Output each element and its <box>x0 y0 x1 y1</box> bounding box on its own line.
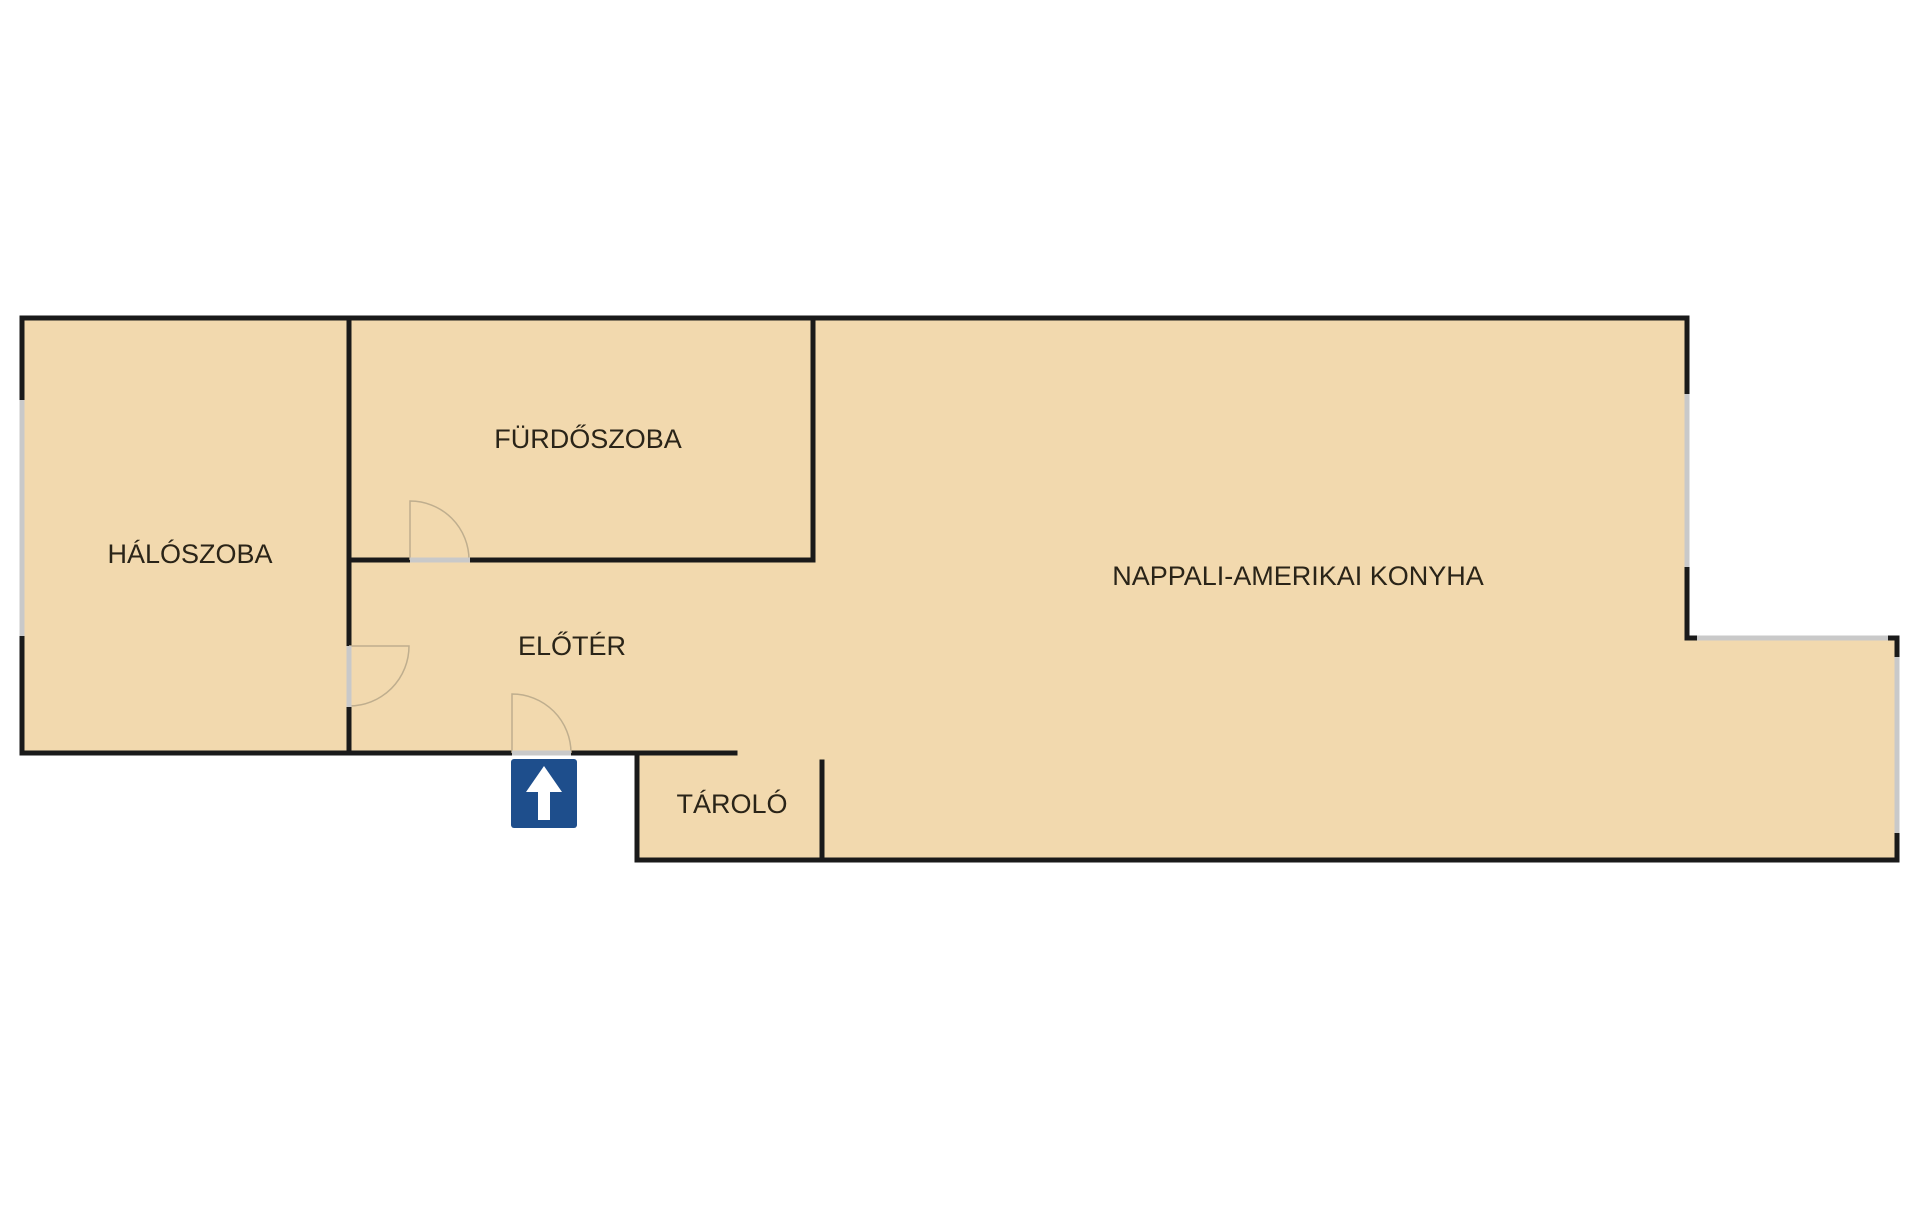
room-label-tarolo: TÁROLÓ <box>676 788 787 819</box>
room-label-haloszoba: HÁLÓSZOBA <box>107 538 272 569</box>
room-label-nappali: NAPPALI-AMERIKAI KONYHA <box>1112 561 1484 591</box>
room-label-furdoszoba: FÜRDŐSZOBA <box>494 423 682 454</box>
room-label-eloter: ELŐTÉR <box>518 630 626 661</box>
floor-area <box>22 318 1897 860</box>
arrow-up-icon <box>511 759 577 828</box>
windows <box>19 394 1900 833</box>
walls <box>19 315 1900 863</box>
